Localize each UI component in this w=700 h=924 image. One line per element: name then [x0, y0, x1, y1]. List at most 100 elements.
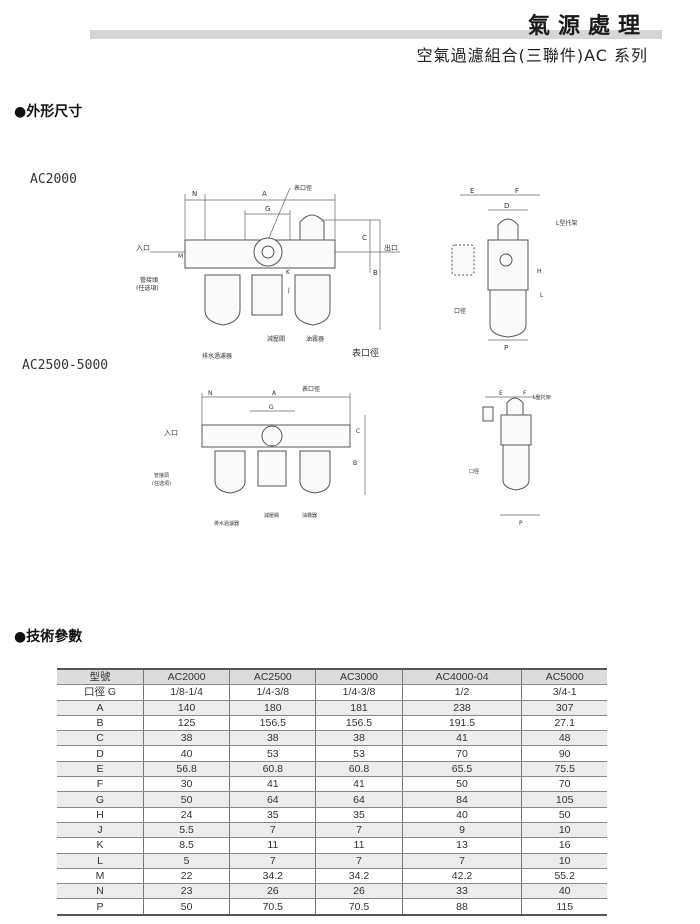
- table-cell: 26: [315, 883, 403, 900]
- label-bracket: L型托架: [556, 219, 577, 227]
- table-cell: 23: [142, 883, 230, 900]
- table-cell: 33: [401, 883, 522, 900]
- table-cell: 70: [521, 776, 607, 793]
- dim-C-2: C: [356, 428, 360, 435]
- row-label: A: [57, 700, 144, 716]
- table-cell: 75.5: [521, 761, 607, 778]
- caption-gauge-port: 表口徑: [352, 347, 379, 359]
- table-cell: 8.5: [142, 837, 230, 854]
- label-fitting: 管接頭: [140, 276, 158, 284]
- table-cell: 26: [229, 883, 316, 900]
- label-bracket-2: L型托架: [533, 394, 551, 401]
- dim-M: M: [178, 253, 183, 260]
- table-cell: 22: [142, 868, 230, 885]
- table-cell: 238: [401, 700, 522, 716]
- table-cell: 3/4-1: [521, 684, 607, 701]
- table-cell: 191.5: [401, 715, 522, 732]
- side-view-drawing-ac2500-5000: E F P L型托架 口徑: [469, 390, 551, 527]
- table-cell: 7: [315, 822, 403, 839]
- table-cell: 181: [315, 700, 403, 716]
- dim-E: E: [470, 187, 474, 195]
- table-cell: 53: [315, 745, 403, 762]
- table-cell: 40: [521, 883, 607, 900]
- table-cell: 1/4-3/8: [229, 684, 316, 701]
- label-lubricator: 油霧器: [306, 335, 324, 343]
- table-cell: 40: [142, 745, 230, 762]
- table-cell: 140: [142, 700, 230, 716]
- table-cell: 42.2: [401, 868, 522, 885]
- dim-F-2: F: [523, 390, 527, 397]
- table-cell: 27.1: [521, 715, 607, 732]
- table-cell: 84: [401, 791, 522, 808]
- row-label: 型號: [57, 668, 144, 686]
- table-cell: 24: [142, 807, 230, 823]
- dim-E-2: E: [499, 390, 503, 397]
- row-label: P: [57, 898, 144, 916]
- front-view-drawing-ac2000: N A G C B M K J 入口 出口 表口徑 管接頭 (任选項) 排水過濾…: [136, 184, 400, 360]
- table-cell: 50: [142, 791, 230, 808]
- table-cell: 7: [229, 853, 316, 869]
- table-cell: AC3000: [315, 668, 403, 686]
- row-label: B: [57, 715, 144, 732]
- dim-B: B: [373, 269, 378, 277]
- row-label: D: [57, 745, 144, 762]
- table-cell: 40: [401, 807, 522, 823]
- header-bar: [90, 30, 662, 39]
- dim-A: A: [262, 190, 267, 198]
- label-gauge-port-2: 表口徑: [302, 385, 320, 393]
- label-fitting-2: 管接頭: [154, 472, 169, 479]
- table-cell: 35: [315, 807, 403, 823]
- dim-J: J: [287, 287, 290, 294]
- table-cell: 50: [142, 898, 230, 916]
- dim-N: N: [192, 190, 197, 198]
- table-cell: 5.5: [142, 822, 230, 839]
- dim-D: D: [504, 202, 509, 210]
- model-label-ac2000: AC2000: [30, 172, 77, 187]
- row-label: N: [57, 883, 144, 900]
- table-cell: AC2500: [229, 668, 316, 686]
- table-cell: 35: [229, 807, 316, 823]
- row-label: C: [57, 730, 144, 747]
- label-port-2: 口徑: [469, 468, 479, 475]
- label-gauge-port: 表口徑: [294, 184, 312, 192]
- label-regulator-2: 減壓閥: [264, 512, 279, 519]
- label-inlet-2: 入口: [164, 429, 178, 437]
- table-cell: 50: [401, 776, 522, 793]
- row-label: F: [57, 776, 144, 793]
- table-cell: AC4000-04: [401, 668, 522, 686]
- front-view-drawing-ac2500-5000: N A G C B 入口 表口徑 管接頭 (任选項) 排水過濾器 減壓閥 油霧器: [152, 385, 366, 527]
- table-cell: 9: [401, 822, 522, 839]
- row-label: H: [57, 807, 144, 823]
- dim-P-2: P: [519, 520, 523, 527]
- label-lubricator-2: 油霧器: [302, 512, 317, 519]
- dim-G: G: [265, 205, 270, 213]
- table-cell: 38: [229, 730, 316, 747]
- filter-unit: [184, 214, 336, 326]
- table-cell: 115: [521, 898, 607, 916]
- label-port: 口徑: [454, 307, 466, 315]
- table-cell: 156.5: [229, 715, 316, 732]
- model-label-ac2500-5000: AC2500-5000: [22, 358, 109, 373]
- table-cell: 70.5: [229, 898, 316, 916]
- table-cell: 38: [142, 730, 230, 747]
- section-dimensions: ●外形尺寸: [14, 104, 83, 120]
- table-cell: 16: [521, 837, 607, 854]
- table-cell: 10: [521, 853, 607, 869]
- table-cell: 34.2: [229, 868, 316, 885]
- dim-G-2: G: [269, 404, 274, 411]
- row-label: M: [57, 868, 144, 885]
- table-cell: 65.5: [401, 761, 522, 778]
- table-cell: 90: [521, 745, 607, 762]
- table-cell: 55.2: [521, 868, 607, 885]
- table-cell: 38: [315, 730, 403, 747]
- label-regulator: 減壓閥: [267, 335, 285, 343]
- table-cell: 1/4-3/8: [315, 684, 403, 701]
- table-cell: 11: [315, 837, 403, 854]
